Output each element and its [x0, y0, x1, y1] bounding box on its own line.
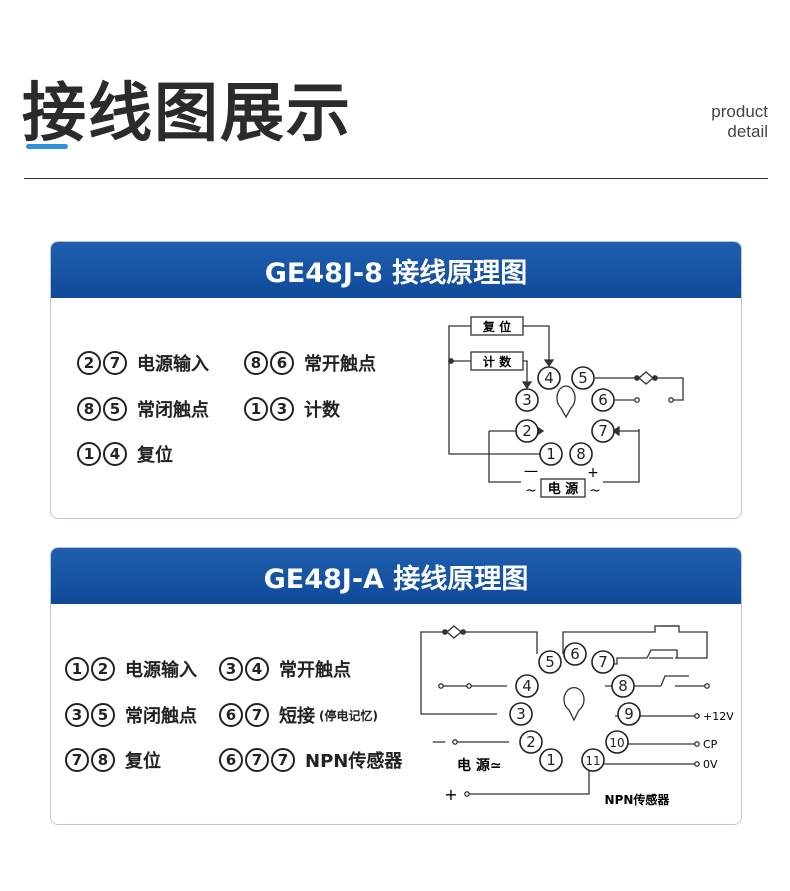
pin-number: 8	[77, 397, 101, 421]
legend-item: 6 7 短接 (停电记忆)	[219, 702, 378, 728]
pin-number: 1	[244, 397, 268, 421]
pin-label: 9	[624, 705, 634, 723]
legend-label: 短接	[279, 706, 315, 727]
pin-label: 11	[585, 754, 600, 768]
title-accent-bar	[26, 144, 64, 149]
legend-label: 常开触点	[304, 354, 376, 375]
pin-number: 6	[219, 703, 243, 727]
pin-number: 7	[103, 351, 127, 375]
legend-label: 电源输入	[125, 660, 197, 681]
plus-sign: +	[444, 785, 457, 804]
pin-number: 1	[65, 657, 89, 681]
subtitle: product detail	[711, 102, 768, 142]
power-box-label: 电 源	[548, 481, 579, 497]
pin-number: 6	[270, 351, 294, 375]
pin-number: 3	[270, 397, 294, 421]
pin-label: 7	[598, 653, 608, 671]
card-title: GE48J-8 接线原理图	[51, 242, 741, 298]
pin-number: 2	[91, 657, 115, 681]
pin-number: 8	[244, 351, 268, 375]
pin-label: 3	[522, 391, 532, 409]
cp-label: CP	[703, 738, 718, 751]
wiring-card-ge48j-8: GE48J-8 接线原理图 2 7 电源输入 8 6 常开触点 8 5 常闭触点…	[50, 241, 742, 519]
pin-label: 1	[546, 751, 556, 769]
pin-label: 2	[522, 422, 532, 440]
legend-label: 复位	[125, 751, 161, 772]
legend-label: 常开触点	[279, 660, 351, 681]
pin-label: 8	[576, 445, 586, 463]
pin-number: 7	[65, 748, 89, 772]
reset-box-label: 复 位	[482, 319, 511, 334]
legend-item: 1 3 计数	[244, 396, 340, 422]
legend-label: NPN传感器	[305, 751, 403, 772]
ov-label: 0V	[703, 758, 718, 771]
pin-number: 1	[77, 442, 101, 466]
legend-label: 复位	[137, 445, 173, 466]
minus-sign: 一	[524, 465, 538, 481]
pin-number: 5	[103, 397, 127, 421]
header-divider	[24, 178, 768, 179]
pin-number: 4	[103, 442, 127, 466]
legend-label: 常闭触点	[125, 706, 197, 727]
pin-number: 5	[91, 703, 115, 727]
pin-number: 6	[219, 748, 243, 772]
pin-label: 5	[578, 369, 588, 387]
title-accent-dot	[60, 144, 68, 149]
v12-label: +12V	[703, 710, 733, 723]
legend-label: 电源输入	[137, 354, 209, 375]
card-title: GE48J-A 接线原理图	[51, 548, 741, 604]
wiring-diagram: 复 位 计 数 电 源 一 + ~ ~ 4 5 3 6 2 7 1 8	[448, 316, 684, 499]
legend-label: 常闭触点	[137, 400, 209, 421]
legend-item: 7 8 复位	[65, 747, 161, 773]
pin-number: 3	[65, 703, 89, 727]
pin-label: 3	[516, 705, 526, 723]
power-label: 电 源≃	[457, 757, 502, 774]
pin-number: 7	[245, 748, 269, 772]
legend-item: 3 5 常闭触点	[65, 702, 197, 728]
ac-symbol: ~	[589, 483, 601, 499]
plus-sign: +	[587, 465, 599, 481]
pin-label: 10	[609, 736, 624, 750]
pin-label: 7	[598, 422, 608, 440]
pin-number: 7	[271, 748, 295, 772]
count-box-label: 计 数	[483, 354, 512, 369]
legend-item: 6 7 7 NPN传感器	[219, 747, 402, 773]
page-title: 接线图展示	[22, 77, 352, 151]
pin-label: 8	[618, 677, 628, 695]
pin-number: 7	[245, 703, 269, 727]
ac-symbol: ~	[525, 483, 537, 499]
legend-item: 2 7 电源输入	[77, 350, 209, 376]
pin-label: 6	[598, 391, 608, 409]
wiring-card-ge48j-a: GE48J-A 接线原理图 1 2 电源输入 3 4 常开触点 3 5 常闭触点…	[50, 547, 742, 825]
legend-item: 1 4 复位	[77, 441, 173, 467]
minus-sign: —	[432, 734, 446, 750]
legend-item: 8 5 常闭触点	[77, 396, 209, 422]
legend-item: 3 4 常开触点	[219, 656, 351, 682]
pin-label: 4	[522, 677, 532, 695]
pin-label: 2	[526, 733, 536, 751]
wiring-diagram: 6 5 7 4 8 3 9 2 10 1 11 — 电 源≃ + +12V CP…	[420, 625, 733, 807]
legend-label: 计数	[304, 400, 340, 421]
legend-item: 1 2 电源输入	[65, 656, 197, 682]
pin-number: 2	[77, 351, 101, 375]
pin-label: 4	[544, 369, 554, 387]
legend-note: (停电记忆)	[319, 708, 378, 723]
pin-label: 6	[570, 645, 580, 663]
pin-label: 5	[545, 653, 555, 671]
pin-number: 3	[219, 657, 243, 681]
pin-number: 4	[245, 657, 269, 681]
pin-number: 8	[91, 748, 115, 772]
subtitle-line1: product	[711, 102, 768, 121]
subtitle-line2: detail	[727, 122, 768, 141]
legend-item: 8 6 常开触点	[244, 350, 376, 376]
npn-label: NPN传感器	[605, 792, 671, 807]
pin-label: 1	[546, 445, 556, 463]
